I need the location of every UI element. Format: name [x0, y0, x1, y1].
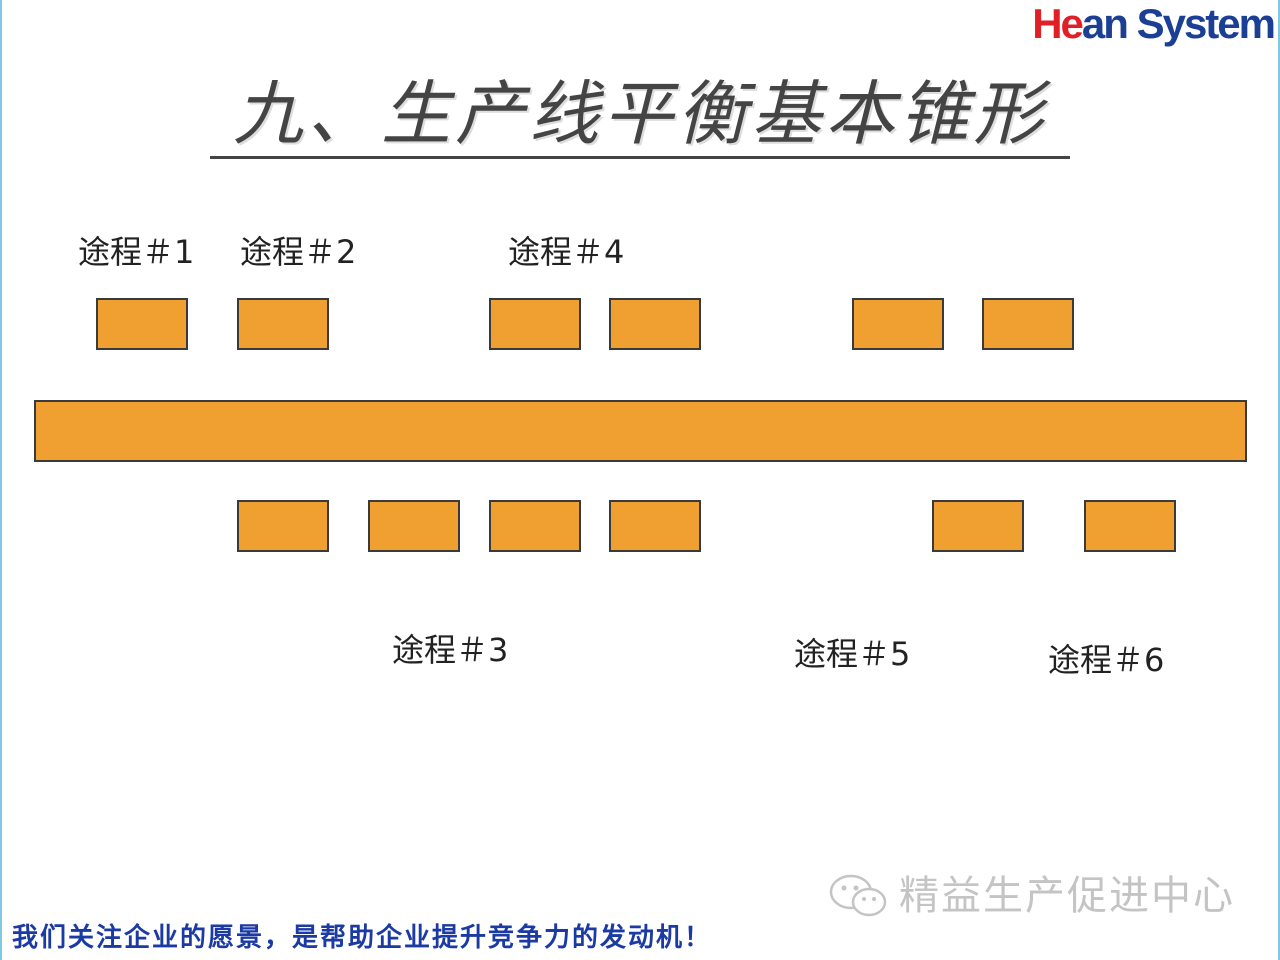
- station-upper-6: [982, 298, 1074, 350]
- brand-logo-part2: an System: [1081, 0, 1276, 47]
- station-upper-2: [237, 298, 329, 350]
- station-upper-1: [96, 298, 188, 350]
- station-upper-5: [852, 298, 944, 350]
- watermark: 精益生产促进中心: [825, 868, 1245, 924]
- process-label-5: 途程＃5: [794, 635, 911, 673]
- process-label-1: 途程＃1: [78, 233, 195, 271]
- process-label-4: 途程＃4: [508, 233, 625, 271]
- slide-title: 九、生产线平衡基本锥形: [210, 72, 1070, 159]
- process-label-3: 途程＃3: [392, 631, 509, 669]
- station-upper-3: [489, 298, 581, 350]
- station-lower-3: [489, 500, 581, 552]
- brand-logo: Hean System: [1032, 0, 1276, 47]
- station-lower-6: [1084, 500, 1176, 552]
- station-lower-4: [609, 500, 701, 552]
- conveyor-line: [34, 400, 1247, 462]
- wechat-icon: [829, 874, 887, 917]
- station-lower-5: [932, 500, 1024, 552]
- footer-slogan: 我们关注企业的愿景，是帮助企业提升竞争力的发动机！: [12, 923, 713, 953]
- brand-logo-part1: He: [1032, 0, 1084, 47]
- watermark-text: 精益生产促进中心: [899, 873, 1235, 919]
- station-upper-4: [609, 298, 701, 350]
- process-label-6: 途程＃6: [1048, 641, 1165, 679]
- process-label-2: 途程＃2: [240, 233, 357, 271]
- station-lower-1: [237, 500, 329, 552]
- station-lower-2: [368, 500, 460, 552]
